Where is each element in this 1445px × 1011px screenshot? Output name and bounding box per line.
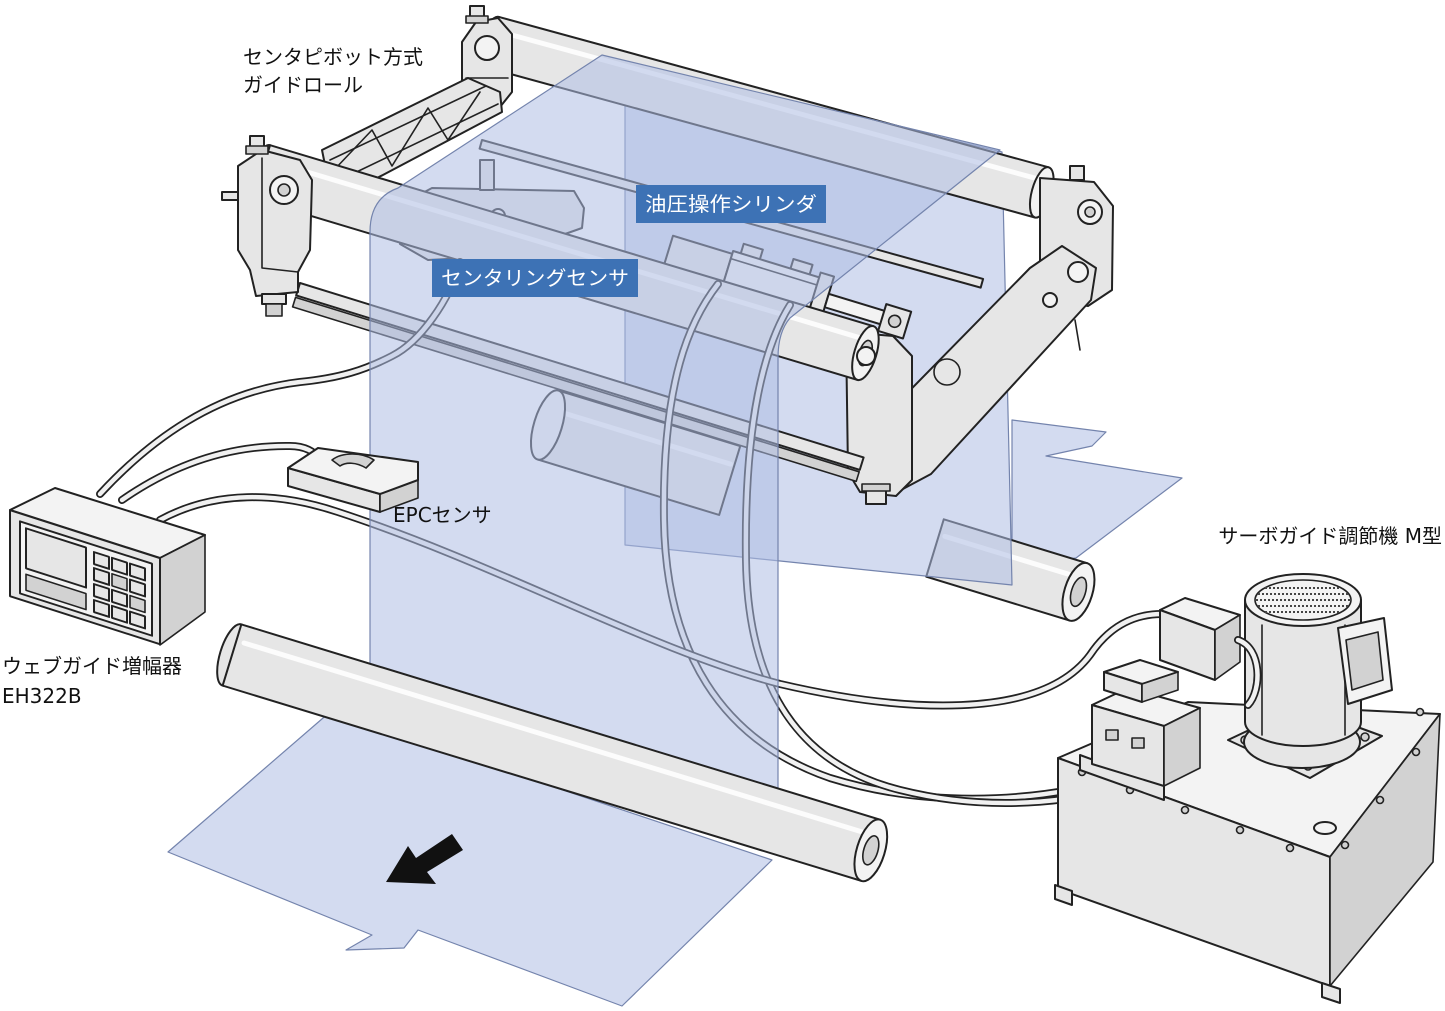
tank-bolts xyxy=(1077,707,1425,853)
left-pivot-bracket xyxy=(221,135,313,317)
label-centering-sensor: センタリングセンサ xyxy=(432,259,638,297)
amplifier-key xyxy=(129,578,146,598)
servo-guide-unit xyxy=(1054,573,1441,1004)
amplifier-key xyxy=(129,562,146,582)
web-guide-amplifier xyxy=(9,487,206,646)
label-amplifier: ウェブガイド増幅器 EH322B xyxy=(2,654,182,708)
epc-sensor xyxy=(287,447,419,513)
amplifier-key xyxy=(111,588,128,608)
label-guide-roll-line2: ガイドロール xyxy=(243,73,363,97)
motor xyxy=(1227,573,1393,779)
label-guide-roll-line1: センタピボット方式 xyxy=(243,45,423,69)
label-guide-roll: センタピボット方式 ガイドロール xyxy=(243,45,423,97)
filler-cap xyxy=(1313,821,1337,835)
label-amplifier-line1: ウェブガイド増幅器 xyxy=(2,654,182,678)
label-centering-sensor-text: センタリングセンサ xyxy=(441,266,629,290)
amplifier-key xyxy=(93,583,110,602)
amplifier-display xyxy=(25,527,87,589)
amplifier-keypad xyxy=(93,551,146,630)
junction-box xyxy=(1159,597,1241,681)
amplifier-key xyxy=(111,604,128,624)
servo-valve-stack xyxy=(1079,659,1201,801)
amplifier-key xyxy=(93,551,110,570)
label-amplifier-model: EH322B xyxy=(2,684,82,708)
web-front-span xyxy=(369,54,1001,793)
amplifier-key xyxy=(129,610,146,630)
label-servo-unit: サーボガイド調節機 M型 xyxy=(1218,524,1442,548)
motor-fan-cover xyxy=(1244,573,1362,627)
amplifier-key xyxy=(129,594,146,614)
web-rear-exit-sheet xyxy=(1011,419,1183,567)
amplifier-key xyxy=(93,567,110,586)
right-frame-ring-icon xyxy=(933,358,961,386)
rear-left-pillow-block xyxy=(461,5,513,113)
label-hydraulic-cylinder-text: 油圧操作シリンダ xyxy=(645,192,817,216)
bottom-roller xyxy=(216,623,889,883)
amplifier-key xyxy=(93,599,110,618)
fan-grille-icon xyxy=(1256,587,1350,613)
front-roll-end-nut-icon xyxy=(856,346,876,366)
tank-side xyxy=(1329,713,1441,987)
arrow-down-left-icon xyxy=(386,834,463,884)
amplifier-key xyxy=(111,556,128,576)
label-epc-sensor: EPCセンサ xyxy=(393,503,492,527)
amplifier-key xyxy=(111,573,128,592)
label-hydraulic-cylinder: 油圧操作シリンダ xyxy=(636,185,826,223)
